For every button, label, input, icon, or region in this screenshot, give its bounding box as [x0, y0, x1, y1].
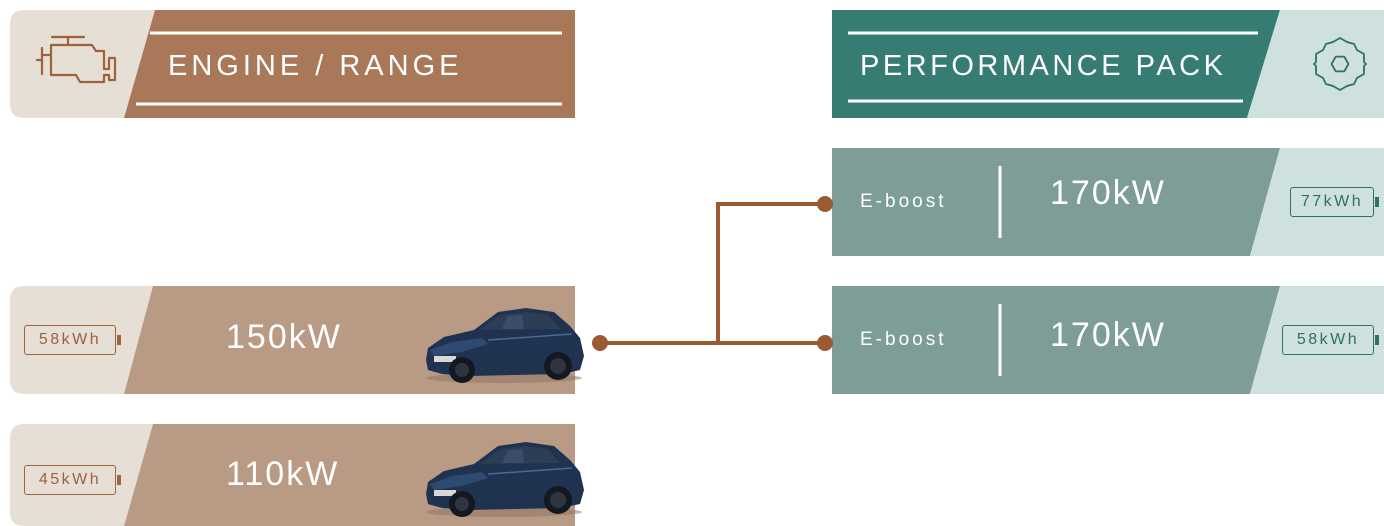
engine-row-1-battery-label: 58kWh — [38, 331, 102, 348]
left-header-brown-panel — [124, 10, 575, 118]
performance-row-1-label: E-boost — [860, 191, 947, 212]
engine-row-2-beige-panel — [10, 424, 153, 526]
engine-row-2-battery-badge: 45kWh — [24, 465, 121, 495]
battery-terminal-icon — [1375, 335, 1379, 345]
gear-icon — [1313, 37, 1367, 91]
connector — [600, 202, 825, 345]
performance-row-1-power: 170kW — [1050, 174, 1166, 212]
connector-dot-performance-2 — [817, 335, 833, 351]
performance-row-2-light-panel — [1250, 286, 1384, 394]
engine-row-1-battery-badge: 58kWh — [24, 325, 121, 355]
engine-icon — [35, 35, 117, 84]
battery-terminal-icon — [117, 335, 121, 345]
right-header-light-panel — [1247, 10, 1384, 118]
right-header-teal-panel — [832, 10, 1280, 118]
performance-row-2-teal-panel — [832, 286, 1280, 394]
connector-dot-source — [592, 335, 608, 351]
performance-row-1-teal-panel — [832, 148, 1280, 256]
left-header-beige-panel — [10, 10, 155, 118]
engine-row-2-battery-label: 45kWh — [38, 471, 102, 488]
performance-row-2-power: 170kW — [1050, 316, 1166, 354]
left-header-title: ENGINE / RANGE — [168, 50, 463, 82]
battery-terminal-icon — [1375, 197, 1379, 207]
engine-row-2-power: 110kW — [226, 455, 340, 493]
engine-row-1-beige-panel — [10, 286, 153, 394]
performance-row-2-battery-badge: 58kWh — [1282, 325, 1379, 355]
battery-terminal-icon — [117, 475, 121, 485]
performance-row-1-battery-badge: 77kWh — [1290, 187, 1379, 217]
right-header-title: PERFORMANCE PACK — [860, 50, 1227, 82]
connector-dot-performance-1 — [817, 196, 833, 212]
performance-row-1-battery-label: 77kWh — [1300, 193, 1364, 210]
performance-row-2-battery-label: 58kWh — [1296, 331, 1360, 348]
performance-row-2-label: E-boost — [860, 329, 947, 350]
performance-row-1-light-panel — [1250, 148, 1384, 256]
car-image-1 — [426, 308, 584, 383]
engine-row-1-power: 150kW — [226, 318, 342, 356]
car-image-2 — [426, 442, 584, 517]
